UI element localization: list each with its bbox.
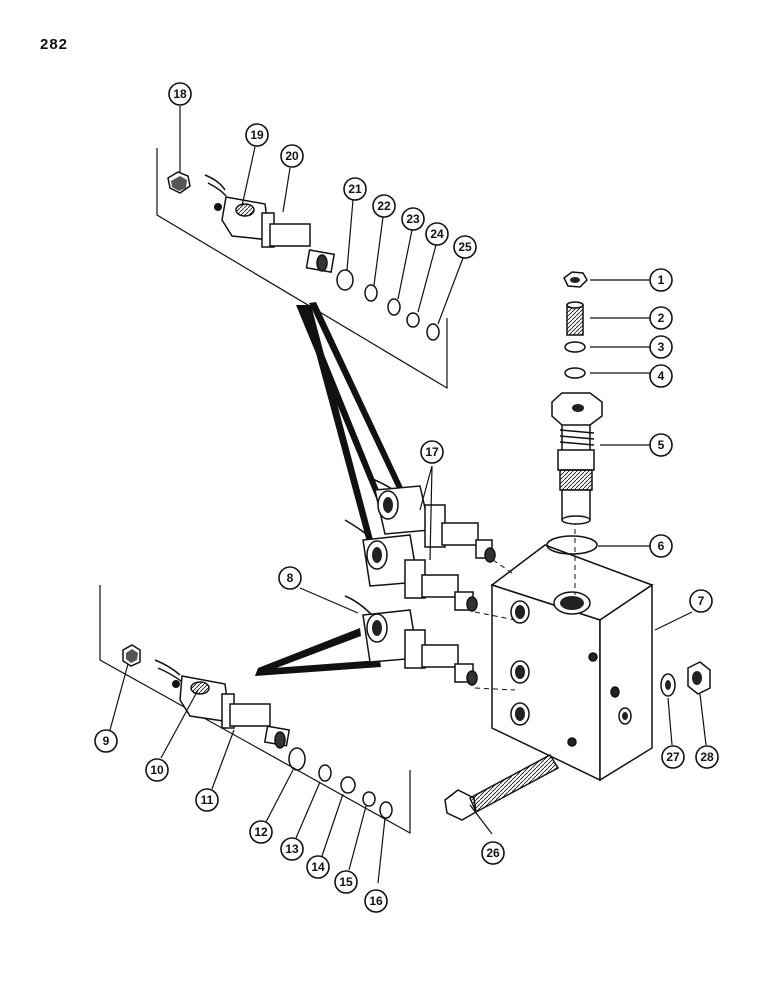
svg-text:3: 3 (658, 340, 665, 354)
svg-text:10: 10 (150, 763, 164, 777)
inset-pointer-lines (255, 302, 405, 676)
callout-7: 7 (689, 589, 713, 613)
callout-6: 6 (649, 534, 673, 558)
callout-13: 13 (280, 837, 304, 861)
callout-16: 16 (364, 889, 388, 913)
svg-text:4: 4 (658, 369, 665, 383)
jam-nut-1 (563, 271, 588, 288)
nut-18 (167, 171, 191, 194)
solenoid-valve-upper (204, 174, 336, 273)
solenoid-valve-lower (154, 659, 291, 749)
svg-text:9: 9 (103, 734, 110, 748)
svg-text:6: 6 (658, 539, 665, 553)
ring-12 (288, 747, 306, 771)
leader-lines (109, 106, 707, 884)
callout-24: 24 (425, 222, 449, 246)
cartridge-17-middle (344, 519, 478, 612)
svg-text:7: 7 (698, 594, 705, 608)
callout-26: 26 (481, 841, 505, 865)
lower-inset-frame (99, 585, 411, 835)
ring-21 (336, 269, 354, 291)
svg-text:19: 19 (250, 128, 264, 142)
callout-17: 17 (420, 440, 444, 464)
ring-14 (340, 776, 356, 794)
callout-3: 3 (649, 335, 673, 359)
o-ring-6 (546, 535, 598, 555)
callout-21: 21 (343, 177, 367, 201)
adjusting-screw-2 (566, 301, 584, 336)
washer-4 (564, 367, 586, 379)
svg-text:20: 20 (285, 149, 299, 163)
svg-text:1: 1 (658, 273, 665, 287)
callout-14: 14 (306, 855, 330, 879)
upper-detail-inset (156, 148, 448, 390)
washer-27 (660, 673, 676, 697)
ring-24 (406, 312, 420, 328)
callout-5: 5 (649, 433, 673, 457)
upper-inset-frame (156, 148, 448, 390)
svg-text:8: 8 (287, 571, 294, 585)
ring-25 (426, 323, 440, 341)
svg-text:11: 11 (201, 793, 214, 807)
callout-23: 23 (401, 207, 425, 231)
nut-9 (122, 644, 141, 667)
svg-text:22: 22 (377, 199, 391, 213)
valve-body (490, 544, 654, 782)
relief-valve-cartridge-5 (551, 392, 603, 525)
nut-28 (687, 661, 711, 695)
svg-text:14: 14 (311, 860, 325, 874)
washer-3 (564, 341, 586, 353)
callout-22: 22 (372, 194, 396, 218)
svg-text:5: 5 (658, 438, 665, 452)
ring-13 (318, 764, 332, 782)
cartridge-8-bottom (344, 595, 478, 686)
svg-text:23: 23 (406, 212, 420, 226)
svg-text:17: 17 (425, 445, 439, 459)
page-number: 282 (40, 36, 69, 53)
svg-text:26: 26 (486, 846, 500, 860)
callout-9: 9 (94, 729, 118, 753)
callout-20: 20 (280, 144, 304, 168)
svg-text:13: 13 (285, 842, 299, 856)
callout-11: 11 (195, 788, 219, 812)
svg-text:12: 12 (254, 825, 268, 839)
svg-text:15: 15 (339, 875, 353, 889)
callout-2: 2 (649, 306, 673, 330)
callout-8: 8 (278, 566, 302, 590)
callout-28: 28 (695, 745, 719, 769)
svg-text:28: 28 (700, 750, 714, 764)
ring-23 (387, 298, 401, 316)
callout-1: 1 (649, 268, 673, 292)
ring-15 (362, 791, 376, 807)
lower-detail-inset (99, 585, 411, 835)
callout-15: 15 (334, 870, 358, 894)
callout-4: 4 (649, 364, 673, 388)
svg-text:16: 16 (369, 894, 383, 908)
svg-text:21: 21 (348, 182, 362, 196)
callout-10: 10 (145, 758, 169, 782)
callout-27: 27 (661, 745, 685, 769)
svg-text:24: 24 (430, 227, 444, 241)
ring-16 (379, 801, 393, 819)
callout-18: 18 (168, 82, 192, 106)
cartridge-17-top (369, 477, 496, 563)
callout-19: 19 (245, 123, 269, 147)
callout-12: 12 (249, 820, 273, 844)
svg-text:2: 2 (658, 311, 665, 325)
bolt-26 (444, 754, 560, 821)
svg-text:27: 27 (666, 750, 680, 764)
svg-text:18: 18 (173, 87, 187, 101)
ring-22 (364, 284, 378, 302)
svg-text:25: 25 (458, 240, 472, 254)
callout-25: 25 (453, 235, 477, 259)
